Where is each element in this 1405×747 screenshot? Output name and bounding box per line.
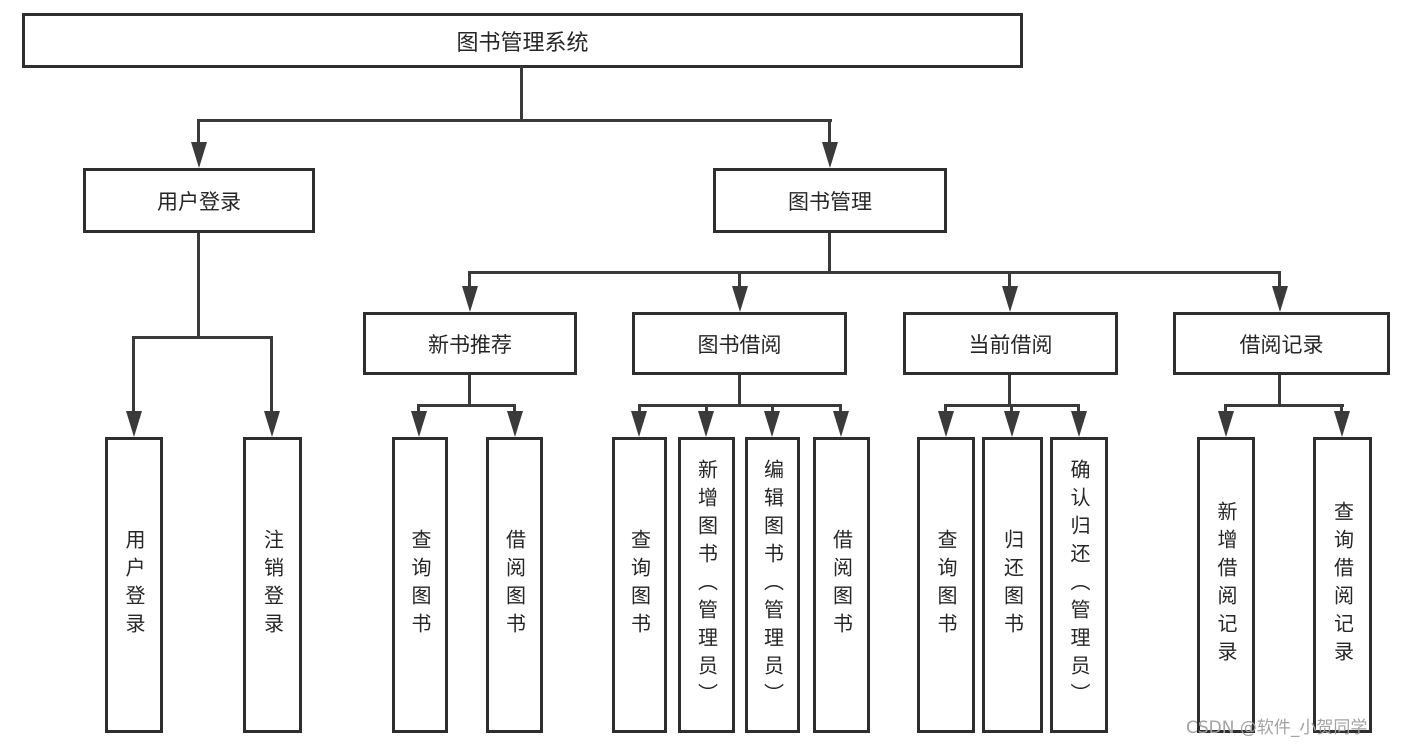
connector-drop-cb-query	[944, 404, 947, 413]
connector-drop-cb-return	[1010, 404, 1013, 413]
arrowhead-br-query	[1334, 411, 1350, 437]
leaf-bb-edit-book-admin: 编辑图书（管理员）	[745, 437, 800, 733]
connector-book-mgmt-stem	[828, 233, 831, 273]
arrowhead-borrow-records	[1272, 286, 1288, 312]
arrowhead-book-mgmt	[822, 142, 838, 168]
arrowhead-bb-edit	[764, 411, 780, 437]
node-book-borrow-label: 图书借阅	[697, 332, 782, 357]
leaf-br-add-record: 新增借阅记录	[1197, 437, 1255, 733]
leaf-br-add-record-label: 新增借阅记录	[1214, 501, 1238, 669]
leaf-user-login-label: 用户登录	[122, 529, 146, 641]
arrowhead-bb-add	[698, 411, 714, 437]
leaf-cb-query-book-label: 查询图书	[934, 529, 958, 641]
connector-drop-bb-edit	[771, 404, 774, 413]
connector-drop-book-borrow	[738, 271, 741, 287]
leaf-cb-confirm-return-admin-label: 确认归还（管理员）	[1067, 459, 1091, 711]
arrowhead-bb-borrow	[833, 411, 849, 437]
leaf-bb-query-book-label: 查询图书	[627, 529, 652, 641]
connector-book-borrow-hbar	[638, 404, 841, 407]
connector-drop-new-book	[468, 271, 471, 287]
connector-drop-nb-borrow	[513, 404, 516, 413]
connector-drop-bb-query	[638, 404, 641, 413]
arrowhead-cb-confirm	[1071, 411, 1087, 437]
connector-user-login-hbar	[132, 336, 273, 339]
connector-drop-borrow-records	[1278, 271, 1281, 287]
arrowhead-cb-return	[1004, 411, 1020, 437]
arrowhead-user-login	[191, 142, 207, 168]
connector-root-stem	[520, 66, 523, 122]
connector-book-mgmt-hbar	[468, 271, 1281, 274]
connector-drop-nb-query	[417, 404, 420, 413]
leaf-nb-borrow-book: 借阅图书	[486, 437, 543, 733]
node-user-login-label: 用户登录	[157, 189, 241, 214]
arrowhead-br-add	[1218, 411, 1234, 437]
node-current-borrow-label: 当前借阅	[968, 332, 1053, 357]
connector-drop-user-login	[197, 119, 200, 143]
connector-new-book-hbar	[417, 404, 516, 407]
arrowhead-leaf-logout	[264, 411, 280, 437]
arrowhead-bb-query	[631, 411, 647, 437]
connector-drop-current-borrow	[1008, 271, 1011, 287]
node-user-login: 用户登录	[83, 168, 315, 233]
node-new-book-rec: 新书推荐	[363, 312, 577, 375]
arrowhead-cb-query	[938, 411, 954, 437]
leaf-bb-query-book: 查询图书	[612, 437, 667, 733]
node-new-book-rec-label: 新书推荐	[428, 332, 512, 357]
node-borrow-records-label: 借阅记录	[1239, 332, 1324, 357]
arrowhead-nb-borrow	[507, 411, 523, 437]
leaf-bb-add-book-admin: 新增图书（管理员）	[678, 437, 735, 733]
connector-drop-cb-confirm	[1077, 404, 1080, 413]
leaf-cb-query-book: 查询图书	[917, 437, 975, 733]
arrowhead-leaf-user-login	[126, 411, 142, 437]
leaf-bb-borrow-book: 借阅图书	[813, 437, 870, 733]
node-book-mgmt: 图书管理	[713, 168, 947, 233]
node-root-label: 图书管理系统	[456, 30, 589, 56]
connector-book-borrow-stem	[738, 375, 741, 406]
leaf-logout-label: 注销登录	[260, 529, 285, 641]
connector-borrow-records-hbar	[1224, 404, 1344, 407]
connector-current-borrow-stem	[1008, 375, 1011, 406]
leaf-nb-query-book: 查询图书	[392, 437, 448, 733]
leaf-logout: 注销登录	[243, 437, 302, 733]
connector-drop-book-mgmt	[828, 119, 831, 143]
connector-drop-bb-add	[705, 404, 708, 413]
leaf-bb-add-book-admin-label: 新增图书（管理员）	[694, 459, 719, 711]
connector-new-book-stem	[468, 375, 471, 406]
connector-user-login-stem	[197, 233, 200, 338]
leaf-nb-borrow-book-label: 借阅图书	[502, 529, 527, 641]
leaf-cb-return-book-label: 归还图书	[1000, 529, 1025, 641]
connector-drop-br-add	[1224, 404, 1227, 413]
node-book-borrow: 图书借阅	[632, 312, 847, 375]
node-current-borrow: 当前借阅	[903, 312, 1118, 375]
leaf-nb-query-book-label: 查询图书	[408, 529, 432, 641]
node-root: 图书管理系统	[22, 13, 1023, 68]
leaf-cb-return-book: 归还图书	[982, 437, 1043, 733]
arrowhead-new-book	[462, 286, 478, 312]
arrowhead-nb-query	[411, 411, 427, 437]
leaf-cb-confirm-return-admin: 确认归还（管理员）	[1050, 437, 1108, 733]
arrowhead-current-borrow	[1002, 286, 1018, 312]
connector-drop-leaf-logout	[270, 336, 273, 412]
connector-drop-leaf-user-login	[132, 336, 135, 412]
connector-drop-bb-borrow	[839, 404, 842, 413]
leaf-br-query-record-label: 查询借阅记录	[1330, 501, 1355, 669]
node-borrow-records: 借阅记录	[1173, 312, 1390, 375]
leaf-bb-edit-book-admin-label: 编辑图书（管理员）	[760, 459, 785, 711]
connector-borrow-records-stem	[1278, 375, 1281, 406]
leaf-user-login: 用户登录	[105, 437, 163, 733]
arrowhead-book-borrow	[732, 286, 748, 312]
watermark: CSDN @软件_小贺同学	[1186, 718, 1368, 738]
leaf-br-query-record: 查询借阅记录	[1313, 437, 1372, 733]
leaf-bb-borrow-book-label: 借阅图书	[829, 529, 854, 641]
connector-drop-br-query	[1340, 404, 1343, 413]
connector-root-hbar	[197, 119, 832, 122]
node-book-mgmt-label: 图书管理	[788, 189, 872, 214]
